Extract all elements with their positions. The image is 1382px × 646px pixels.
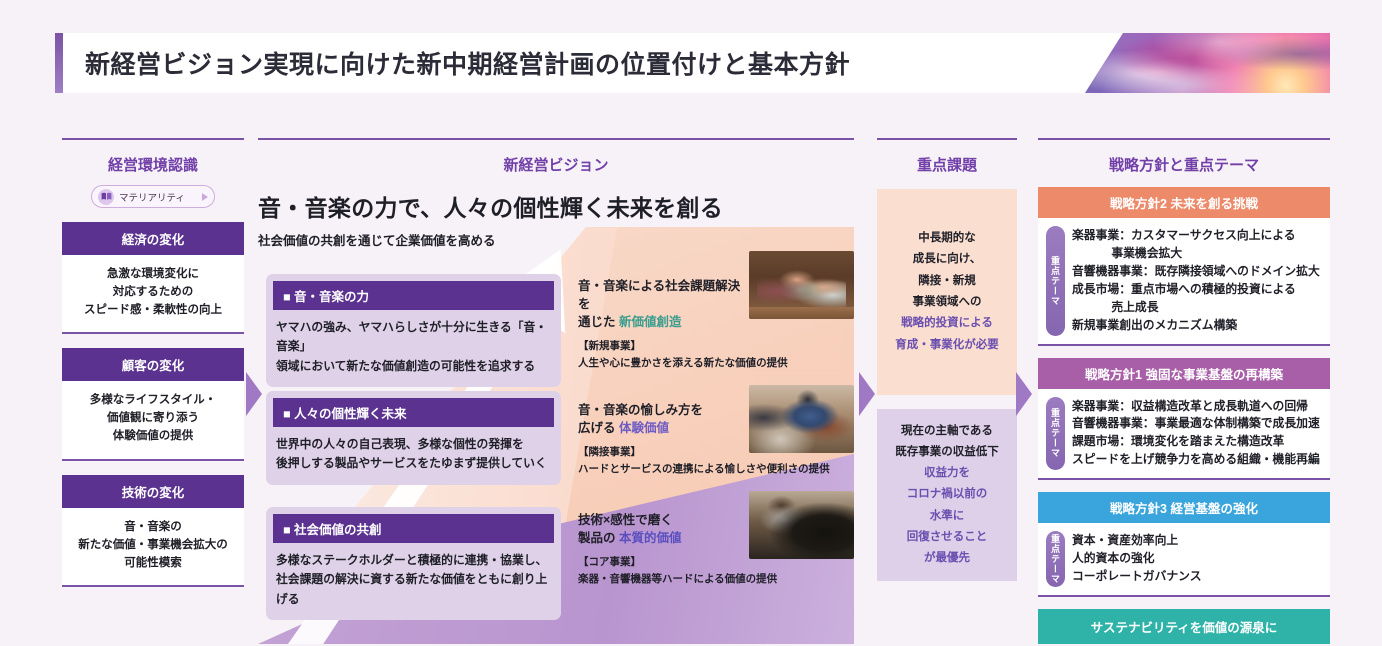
value-lead-line2: 広げる [578,421,619,436]
book-icon [98,188,114,205]
card-body: 多様なステークホルダーと積極的に連携・協業し、 社会課題の解決に資する新たな価値… [276,553,548,606]
environment-card-economy: 経済の変化 急激な環境変化に 対応するための スピード感・柔軟性の向上 [62,222,244,335]
value-note: 楽器・音響機器等ハードによる価値の提供 [578,573,778,586]
value-block-core-business: 技術×感性で磨く 製品の 本質的価値 【コア事業】 楽器・音響機器等ハードによる… [578,491,854,586]
column-strategy: 戦略方針と重点テーマ 戦略方針2 未来を創る挑戦 重点テーマ 楽器事業：カスタマ… [1038,138,1330,644]
strategy-line: スピードを上げ競争力を高める組織・機能再編 [1072,452,1320,467]
column-key-issues: 重点課題 中長期的な 成長に向け、 隣接・新規 事業領域への 戦略的投資による … [877,138,1017,581]
block-divider [1038,343,1330,346]
sustainability-banner: サステナビリティを価値の源泉に [1038,608,1330,644]
column-divider [258,138,854,140]
flow-arrow-icon [1016,372,1032,416]
vertical-theme-label: 重点テーマ [1046,531,1065,587]
column-divider [877,138,1017,140]
strategy-line: 音響機器事業：事業最適な体制構築で成長加速 [1072,416,1320,431]
card-title: ■ 社会価値の共創 [273,514,554,543]
flow-arrow-icon [246,372,262,416]
issues-heading: 重点課題 [916,157,977,174]
value-lead: 技術×感性で磨く 製品の 本質的価値 [578,511,748,547]
value-tag: 【隣接事業】 [578,446,641,459]
card-body: 世界中の人々の自己表現、多様な個性の発揮を 後押しする製品やサービスをたゆまず提… [276,437,547,471]
vision-card-sound-power: ■ 音・音楽の力 ヤマハの強み、ヤマハらしさが十分に生きる「音・音楽」 領域にお… [266,274,561,388]
value-note: ハードとサービスの連携による愉しさや便利さの提供 [578,463,830,476]
slide-header: 新経営ビジョン実現に向けた新中期経営計画の位置付けと基本方針 [55,33,1330,93]
block-divider [1038,478,1330,481]
strategy-line: 課題市場：環境変化を踏まえた構造改革 [1072,434,1285,449]
strategy-block-policy3: 戦略方針3 経営基盤の強化 重点テーマ 資本・資産効率向上 人的資本の強化 コー… [1038,492,1330,597]
vision-canvas: 音・音楽の力で、人々の個性輝く未来を創る 社会価値の共創を通じて企業価値を高める… [258,189,854,644]
strategy-line: 成長市場：重点市場への積極的投資による 売上成長 [1072,281,1296,314]
value-lead: 音・音楽による社会課題解決を 通じた 新価値創造 [578,277,748,331]
card-body: ヤマハの強み、ヤマハらしさが十分に生きる「音・音楽」 領域において新たな価値創造… [276,320,548,373]
vision-statement: 音・音楽の力で、人々の個性輝く未来を創る [258,195,724,221]
card-title: ■ 人々の個性輝く未来 [273,398,554,427]
vertical-theme-label: 重点テーマ [1046,226,1065,336]
value-accent: 新価値創造 [618,315,682,330]
strategy-title: 戦略方針2 未来を創る挑戦 [1038,187,1330,218]
value-block-adjacent-business: 音・音楽の愉しみ方を 広げる 体験価値 【隣接事業】 ハードとサービスの連携によ… [578,385,854,476]
value-lead-line2: 製品の [578,531,619,546]
pianist-photo [749,491,854,559]
vision-heading: 新経営ビジョン [503,157,609,174]
environment-heading: 経営環境認識 [107,157,198,174]
issue-box-growth-investment: 中長期的な 成長に向け、 隣接・新規 事業領域への 戦略的投資による 育成・事業… [877,189,1017,395]
value-tag: 【新規事業】 [578,340,641,353]
issue-text-highlight: 収益力を コロナ禍以前の 水準に 回復させること が最優先 [906,467,988,565]
issue-box-profit-recovery: 現在の主軸である 既存事業の収益低下 収益力を コロナ禍以前の 水準に 回復させ… [877,409,1017,581]
strategy-line: 新規事業創出のメカニズム構築 [1072,317,1238,332]
card-title: ■ 音・音楽の力 [273,281,554,310]
card-body: 音・音楽の 新たな価値・事業機会拡大の 可能性模索 [78,520,228,569]
value-lead-line2: 通じた [578,315,619,330]
strategy-line: 資本・資産効率向上 [1072,533,1179,548]
value-accent: 体験価値 [618,421,669,436]
strategy-title: 戦略方針3 経営基盤の強化 [1038,492,1330,524]
page-title: 新経営ビジョン実現に向けた新中期経営計画の位置付けと基本方針 [85,51,851,79]
materiality-button[interactable]: マテリアリティ [91,185,215,208]
environment-card-technology: 技術の変化 音・音楽の 新たな価値・事業機会拡大の 可能性模索 [62,474,244,588]
issue-text-plain: 現在の主軸である 既存事業の収益低下 [895,424,999,458]
vision-subtitle: 社会価値の共創を通じて企業価値を高める [258,234,496,248]
vision-card-future: ■ 人々の個性輝く未来 世界中の人々の自己表現、多様な個性の発揮を 後押しする製… [266,391,561,485]
value-lead: 音・音楽の愉しみ方を 広げる 体験価値 [578,401,748,437]
strategy-line: 音響機器事業：既存隣接領域へのドメイン拡大 [1072,263,1320,278]
issue-text-highlight: 戦略的投資による 育成・事業化が必要 [895,317,999,351]
column-vision: 新経営ビジョン 音・音楽の力で、人々の個性輝く未来を創る 社会価値の共創を通じて… [258,138,854,644]
value-block-new-business: 音・音楽による社会課題解決を 通じた 新価値創造 【新規事業】 人生や心に豊かさ… [578,251,854,370]
value-tag: 【コア事業】 [578,556,641,569]
block-divider [1038,594,1330,597]
column-divider [62,138,244,140]
value-lead-line1: 音・音楽による社会課題解決を [578,279,741,312]
card-title: 経済の変化 [62,222,244,255]
value-accent: 本質的価値 [618,531,682,546]
value-lead-line1: 音・音楽の愉しみ方を [578,403,704,417]
materiality-label: マテリアリティ [119,192,185,204]
strategy-line: 楽器事業：収益構造改革と成長軌道への回帰 [1072,398,1308,413]
strategy-line: コーポレートガバナンス [1072,569,1202,584]
strategy-block-policy2: 戦略方針2 未来を創る挑戦 重点テーマ 楽器事業：カスタマーサクセス向上による … [1038,187,1330,346]
vision-card-social-value: ■ 社会価値の共創 多様なステークホルダーと積極的に連携・協業し、 社会課題の解… [266,507,561,621]
header-decorative-banner-image [1085,33,1330,93]
environment-card-customer: 顧客の変化 多様なライフスタイル・ 価値観に寄り添う 体験価値の提供 [62,348,244,461]
value-note: 人生や心に豊かさを添える新たな価値の提供 [578,357,788,370]
family-at-piano-photo [749,251,854,319]
strategy-block-policy1: 戦略方針1 強固な事業基盤の再構築 重点テーマ 楽器事業：収益構造改革と成長軌道… [1038,357,1330,481]
strategy-heading: 戦略方針と重点テーマ [1108,157,1259,174]
strategy-title: 戦略方針1 強固な事業基盤の再構築 [1038,357,1330,389]
column-divider [1038,138,1330,140]
play-arrow-icon [202,192,208,201]
vertical-theme-label: 重点テーマ [1046,396,1065,471]
value-lead-line1: 技術×感性で磨く [578,513,673,527]
strategy-line: 楽器事業：カスタマーサクセス向上による 事業機会拡大 [1072,228,1296,260]
flow-arrow-icon [859,372,875,416]
card-title: 技術の変化 [62,474,244,508]
card-title: 顧客の変化 [62,348,244,382]
column-environment: 経営環境認識 マテリアリティ 経済の変化 急激な環境変化に 対応するための スピ… [62,138,244,588]
strategy-line: 人的資本の強化 [1072,551,1155,566]
card-body: 多様なライフスタイル・ 価値観に寄り添う 体験価値の提供 [89,394,217,443]
header-accent-bar [55,33,63,93]
issue-text-plain: 中長期的な 成長に向け、 隣接・新規 事業領域への [912,232,982,308]
card-body: 急激な環境変化に 対応するための スピード感・柔軟性の向上 [84,268,222,316]
man-with-guitar-photo [749,385,854,453]
